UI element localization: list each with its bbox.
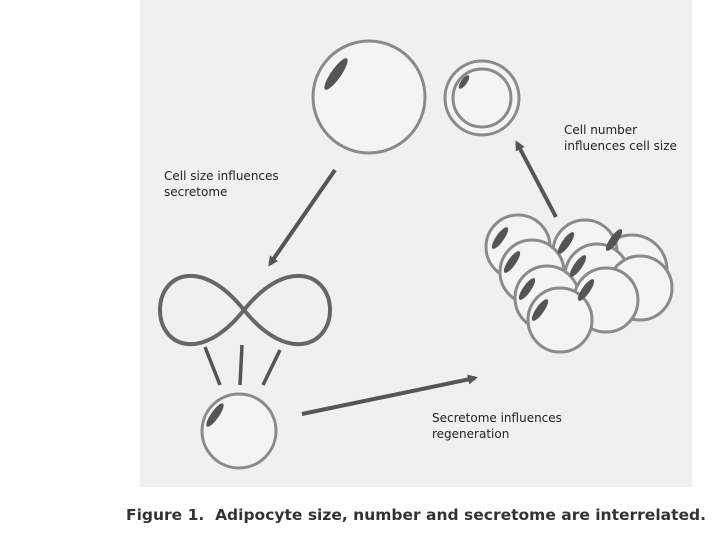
label-number-size: Cell number influences cell size bbox=[564, 123, 677, 153]
infinity-symbol bbox=[157, 273, 333, 347]
label-secretome-regeneration: Secretome influences regeneration bbox=[432, 411, 562, 441]
secreting-cell bbox=[200, 392, 278, 470]
caption-text: Adipocyte size, number and secretome are… bbox=[215, 506, 706, 524]
arrow-cluster-to-small-cell bbox=[515, 140, 558, 218]
cell-cluster bbox=[484, 213, 674, 354]
label-size-secretome: Cell size influences secretome bbox=[164, 169, 279, 199]
arrow-secretome-to-cluster bbox=[301, 374, 478, 416]
secretion-lines bbox=[203, 344, 282, 386]
ringed-adipocyte bbox=[443, 59, 521, 137]
figure-caption: Figure 1. Adipocyte size, number and sec… bbox=[126, 506, 706, 524]
arrow-size-to-secretome bbox=[268, 168, 337, 267]
caption-prefix: Figure 1. bbox=[126, 506, 205, 524]
large-adipocyte bbox=[311, 39, 427, 155]
